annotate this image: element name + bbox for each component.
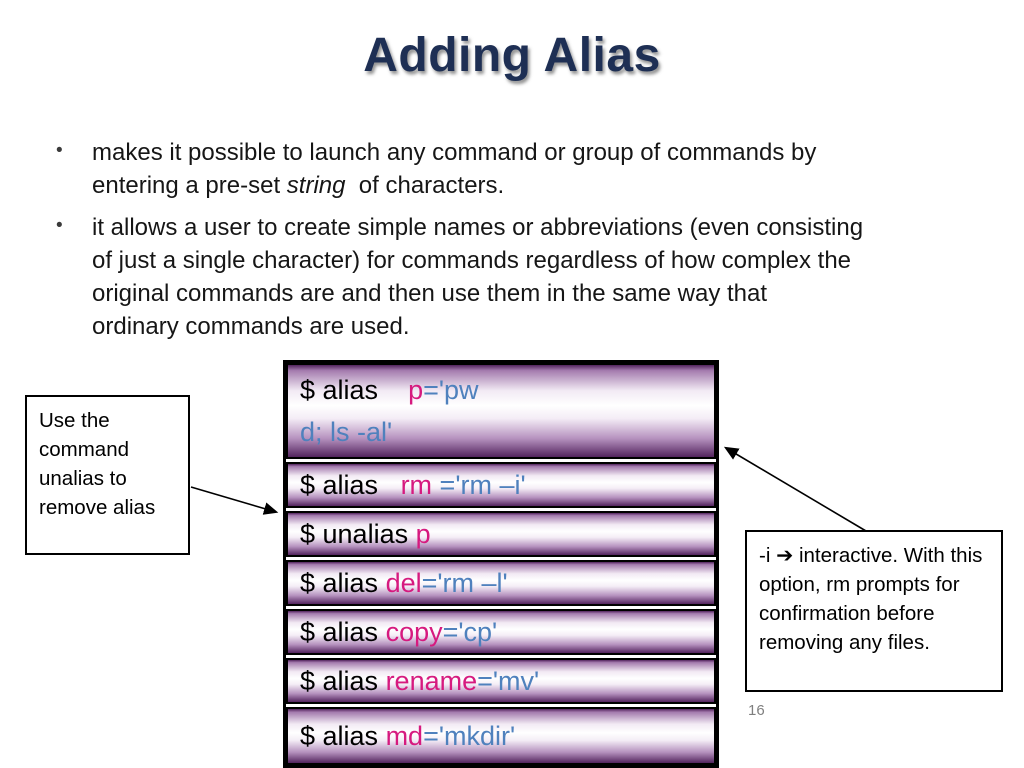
bullet-marker: •	[56, 215, 63, 236]
interactive-option-callout-text: -i ➔ interactive. With this option, rm p…	[759, 544, 983, 654]
bullet-list: • makes it possible to launch any comman…	[50, 136, 950, 352]
bullet-item: • it allows a user to create simple name…	[50, 211, 950, 343]
command-line: $ alias copy='cp'	[300, 617, 498, 647]
command-box-alias-del: $ alias del='rm –l'	[286, 560, 716, 606]
bullet-text: it allows a user to create simple names …	[92, 214, 864, 340]
command-box-alias-p: $ alias p='pw d; ls -al'	[286, 363, 716, 459]
unalias-callout: Use the command unalias to remove alias	[25, 395, 190, 555]
page-number: 16	[748, 702, 765, 719]
command-box-alias-copy: $ alias copy='cp'	[286, 609, 716, 655]
command-line: $ alias rm ='rm –i'	[300, 470, 526, 500]
command-box-alias-rename: $ alias rename='mv'	[286, 658, 716, 704]
command-box-alias-md: $ alias md='mkdir'	[286, 707, 716, 765]
page-title: Adding Alias	[363, 29, 661, 82]
bullet-item: • makes it possible to launch any comman…	[50, 136, 950, 202]
arrow-right-callout	[723, 446, 867, 532]
interactive-option-callout: -i ➔ interactive. With this option, rm p…	[745, 530, 1003, 692]
command-line: $ alias rename='mv'	[300, 666, 540, 696]
bullet-marker: •	[56, 140, 63, 161]
arrow-left-callout	[190, 486, 279, 515]
command-box-unalias-p: $ unalias p	[286, 511, 716, 557]
command-stack: $ alias p='pw d; ls -al' $ alias rm ='rm…	[283, 360, 719, 768]
command-line: $ alias p='pw	[300, 375, 479, 405]
command-line: $ alias md='mkdir'	[300, 721, 516, 751]
command-line: d; ls -al'	[300, 417, 393, 447]
command-line: $ alias del='rm –l'	[300, 568, 508, 598]
command-box-alias-rm: $ alias rm ='rm –i'	[286, 462, 716, 508]
bullet-text: makes it possible to launch any command …	[92, 139, 817, 199]
command-line: $ unalias p	[300, 519, 431, 549]
unalias-callout-text: Use the command unalias to remove alias	[39, 409, 156, 519]
